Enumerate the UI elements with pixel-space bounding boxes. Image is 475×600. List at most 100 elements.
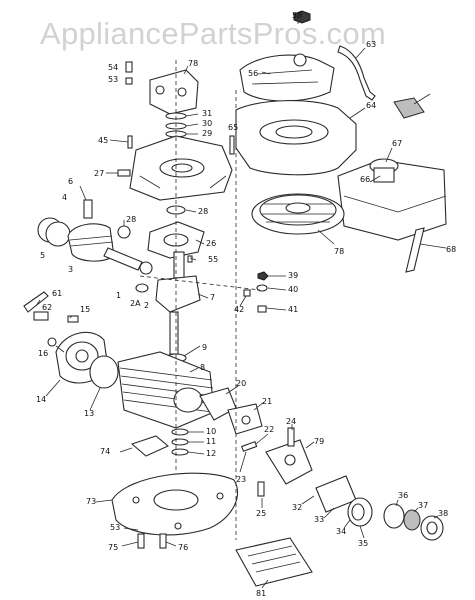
part-4-6-pin [83, 199, 93, 219]
part-3-piston-rod [67, 223, 153, 275]
part-61-62-parts [23, 291, 49, 321]
callout-39: 39 [288, 271, 298, 280]
callout-9: 9 [202, 343, 207, 352]
callout-2: 2 [144, 301, 149, 310]
callout-10: 10 [206, 427, 216, 436]
callout-28-right: 28 [198, 207, 208, 216]
part-39-42-hardware [187, 255, 269, 313]
callout-55: 55 [208, 255, 218, 264]
callout-76: 76 [178, 543, 188, 552]
part-73-base-plate [111, 472, 239, 536]
callout-labels: 58 63 56 78 54 53 31 30 29 45 27 64 65 6… [36, 11, 456, 598]
callout-53-bottom: 53 [110, 523, 120, 532]
callout-45: 45 [98, 136, 108, 145]
crankcase-housing [129, 135, 233, 201]
callout-6: 6 [68, 177, 73, 186]
callout-78-top: 78 [188, 59, 198, 68]
callout-23: 23 [236, 475, 246, 484]
callout-11: 11 [206, 437, 216, 446]
part-75-76-bolts [137, 533, 167, 549]
part-36-38-filter-cover [383, 503, 444, 541]
watermark-text: AppliancePartsPros.com [40, 16, 386, 51]
callout-81: 81 [256, 589, 266, 598]
part-8-cylinder [117, 351, 215, 429]
part-22-23-bolts [241, 441, 258, 452]
callout-12: 12 [206, 449, 216, 458]
part-53-54-screws [125, 61, 133, 85]
callout-20: 20 [236, 379, 246, 388]
part-21-reed [227, 403, 263, 435]
callout-28-left: 28 [126, 215, 136, 224]
callout-16: 16 [38, 349, 48, 358]
callout-25: 25 [256, 509, 266, 518]
part-7-crankshaft [155, 251, 201, 355]
part-10-12-washers [171, 428, 189, 456]
callout-68: 68 [446, 245, 456, 254]
callout-29: 29 [202, 129, 212, 138]
part-65-pin [229, 135, 235, 155]
parts-group [23, 10, 447, 587]
part-78-flywheel [251, 193, 345, 235]
part-74-gasket [130, 435, 170, 457]
part-25-bolt [257, 481, 265, 497]
callout-1: 1 [116, 291, 121, 300]
callout-31: 31 [202, 109, 212, 118]
leader-lines [35, 18, 447, 589]
callout-62: 62 [42, 303, 52, 312]
part-81-manual [235, 537, 313, 587]
callout-65: 65 [228, 123, 238, 132]
callout-13: 13 [84, 409, 94, 418]
callout-53-top: 53 [108, 75, 118, 84]
callout-38: 38 [438, 509, 448, 518]
callout-73: 73 [86, 497, 96, 506]
callout-34: 34 [336, 527, 346, 536]
callout-63: 63 [366, 40, 376, 49]
callout-7: 7 [210, 293, 215, 302]
part-fuel-tank [337, 158, 447, 241]
callout-75: 75 [108, 543, 118, 552]
part-13-gasket [89, 355, 119, 389]
callout-27: 27 [94, 169, 104, 178]
callout-67: 67 [392, 139, 402, 148]
callout-40: 40 [288, 285, 298, 294]
callout-37: 37 [418, 501, 428, 510]
callout-33: 33 [314, 515, 324, 524]
part-27-bolt [117, 169, 131, 177]
callout-24: 24 [286, 417, 296, 426]
callout-14: 14 [36, 395, 46, 404]
callout-54: 54 [108, 63, 118, 72]
part-56-plate [239, 53, 335, 102]
part-15-16-fasteners [47, 315, 79, 347]
part-45-bolt [127, 135, 133, 149]
callout-26: 26 [206, 239, 216, 248]
callout-3: 3 [68, 265, 73, 274]
part-26-gasket [147, 221, 205, 259]
callout-64: 64 [366, 101, 376, 110]
callout-78-bottom: 78 [334, 247, 344, 256]
callout-5: 5 [40, 251, 45, 260]
part-79-carburetor [265, 427, 313, 485]
callout-35: 35 [358, 539, 368, 548]
callout-21: 21 [262, 397, 272, 406]
part-63-tube [337, 45, 376, 101]
callout-15: 15 [80, 305, 90, 314]
callout-58: 58 [292, 11, 302, 20]
callout-61: 61 [52, 289, 62, 298]
callout-2a: 2A [130, 299, 141, 308]
part-5-rings [37, 217, 71, 247]
callout-4: 4 [62, 193, 67, 202]
callout-22: 22 [264, 425, 274, 434]
callout-74: 74 [100, 447, 110, 456]
callout-79: 79 [314, 437, 324, 446]
part-78-top-bracket [149, 69, 199, 115]
part-60-decal [393, 97, 425, 119]
callout-42: 42 [234, 305, 244, 314]
callout-56: 56 [248, 69, 258, 78]
part-1-bearing [135, 283, 149, 293]
part-68-fuel-line [405, 227, 425, 273]
callout-30: 30 [202, 119, 212, 128]
part-32-35-air-filter [315, 475, 373, 527]
callout-41: 41 [288, 305, 298, 314]
callout-8: 8 [200, 363, 205, 372]
